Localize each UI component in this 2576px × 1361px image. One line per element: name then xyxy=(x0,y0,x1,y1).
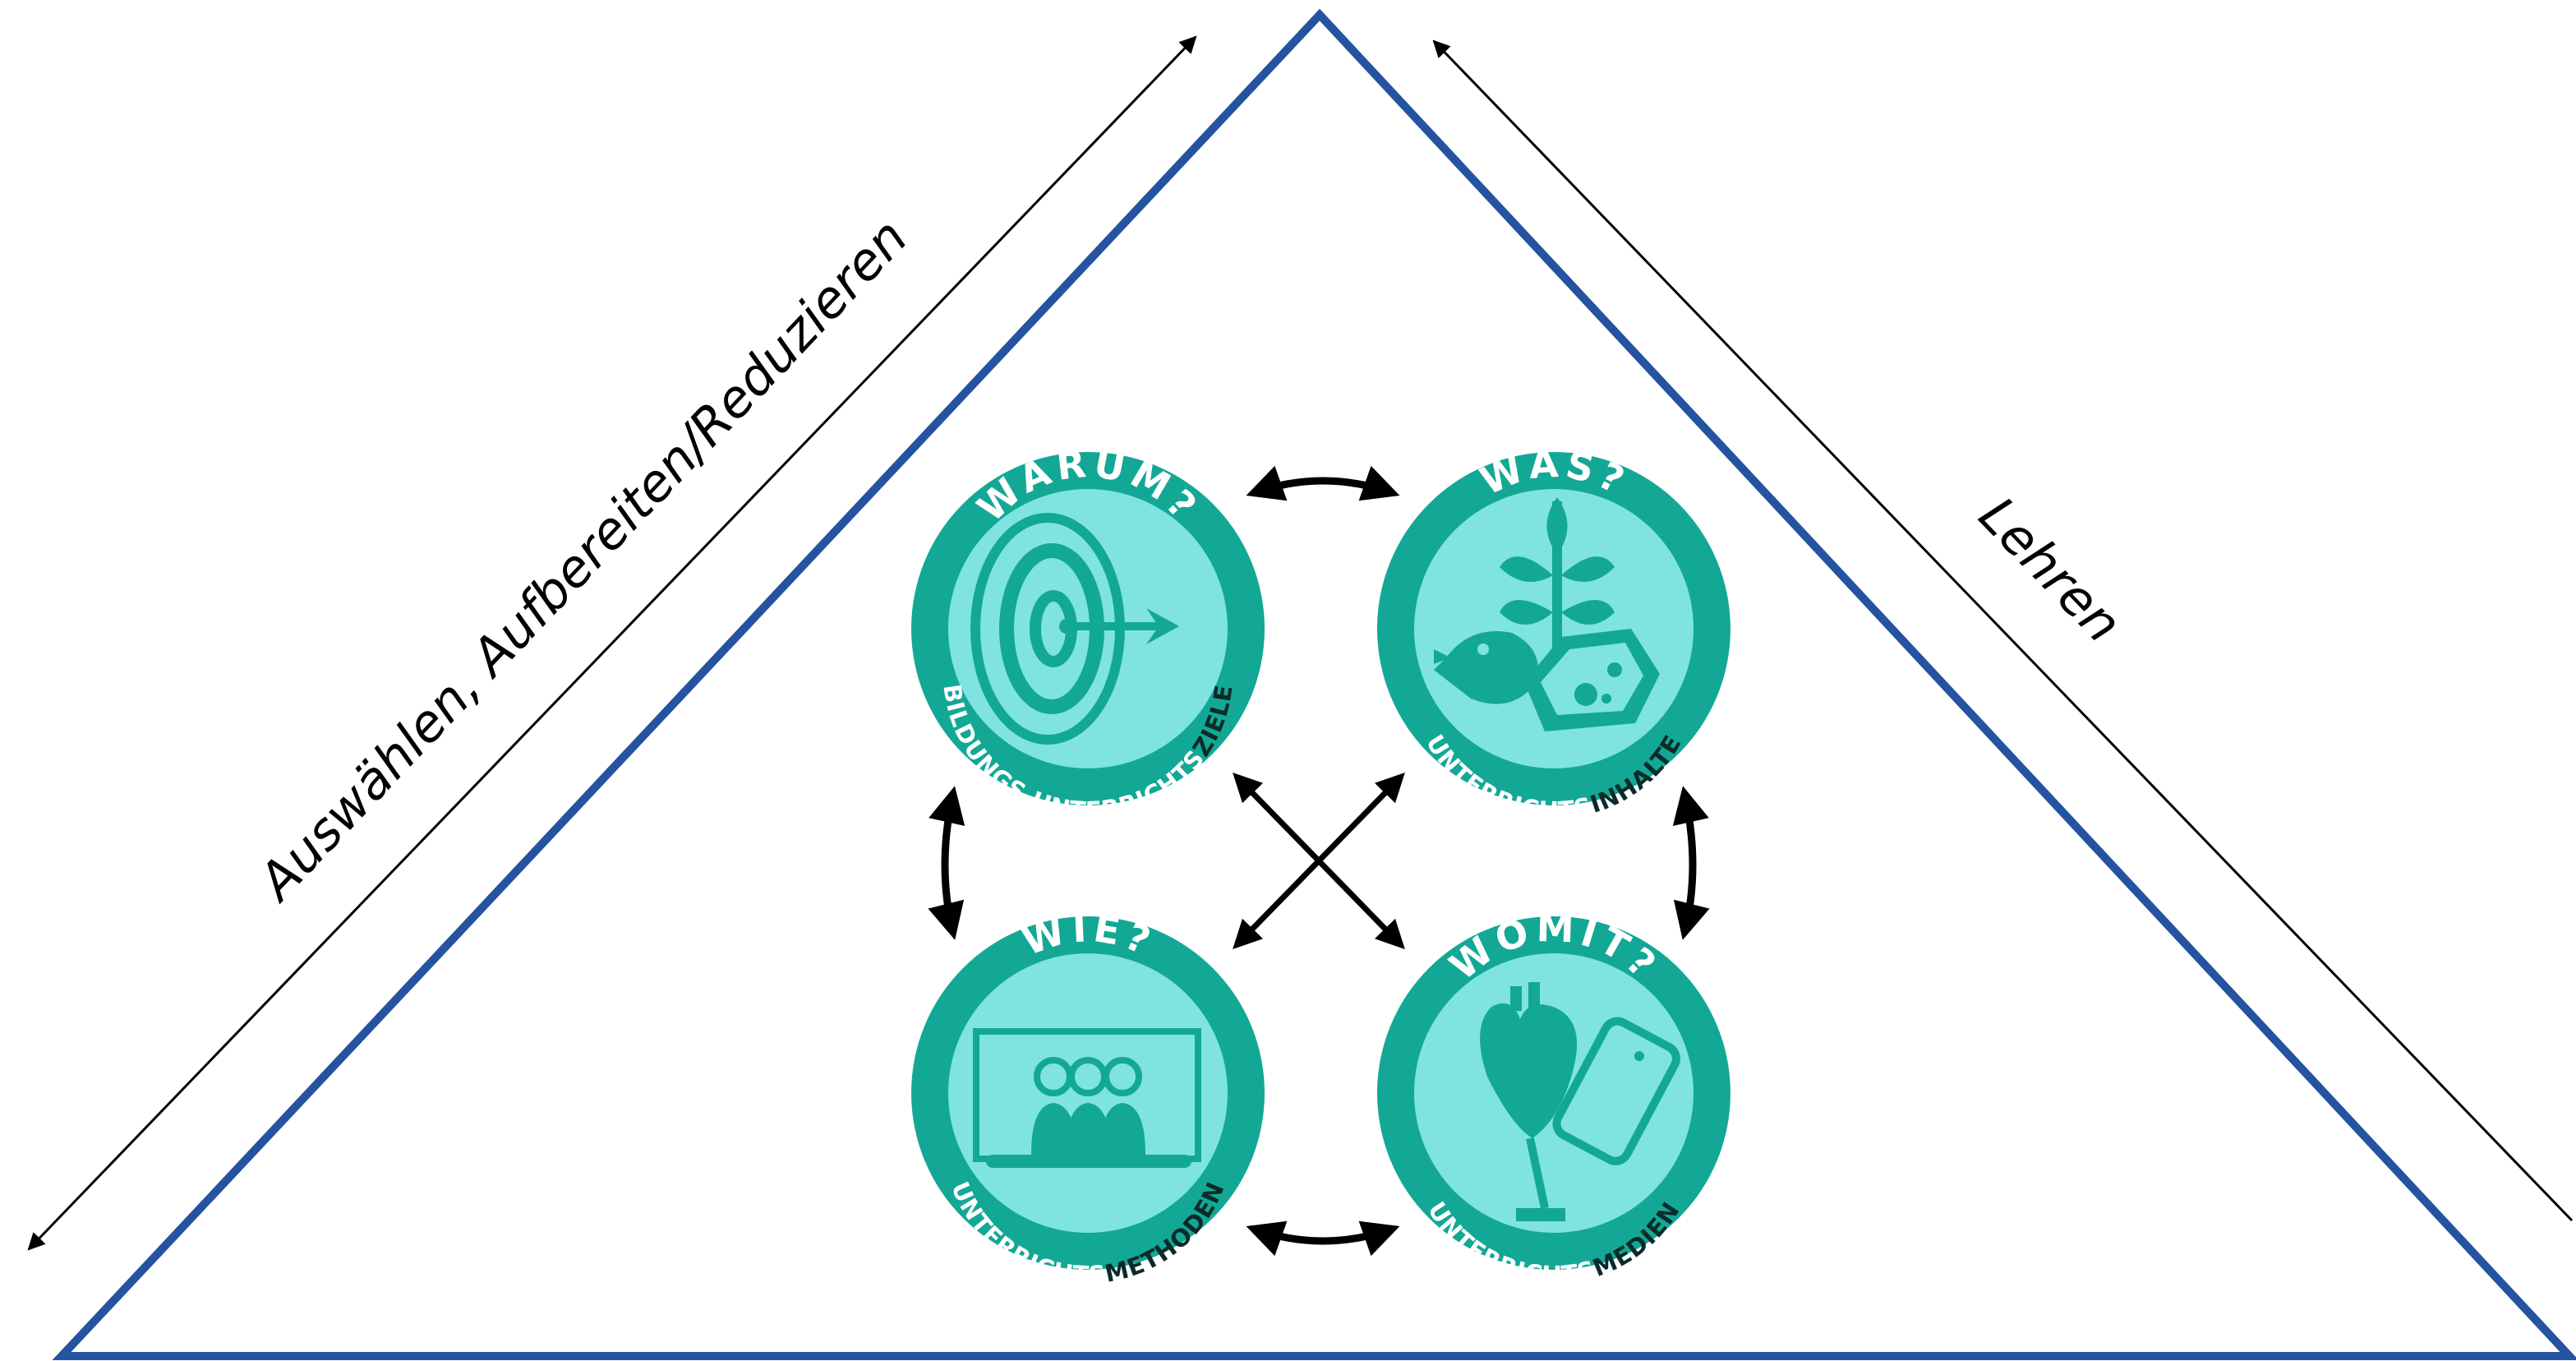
arrow-wie-womit xyxy=(1246,1220,1400,1257)
right-arrow xyxy=(1432,39,2574,1222)
badge-womit: WOMIT? UNTERRICHTSMEDIEN xyxy=(1377,906,1730,1289)
right-side-label: Lehren xyxy=(1968,485,2134,653)
heart-model-tablet-icon xyxy=(1480,982,1680,1221)
arrow-warum-was xyxy=(1246,465,1400,501)
left-double-arrow xyxy=(27,35,1197,1251)
arrow-was-womit xyxy=(1672,786,1710,940)
group-at-board-icon xyxy=(973,1028,1201,1168)
arrow-warum-wie xyxy=(928,786,965,940)
badge-was: WAS? UNTERRICHTSINHALTE xyxy=(1377,441,1730,824)
arrow-was-wie xyxy=(1233,772,1405,950)
badge-wie: WIE? UNTERRICHTSMETHODEN xyxy=(911,906,1265,1289)
badge-warum: WARUM? BILDUNGS-UNTERRICHTSZIELE xyxy=(911,441,1265,824)
plant-bird-rock-icon xyxy=(1434,497,1660,731)
target-dart-icon xyxy=(970,513,1179,745)
